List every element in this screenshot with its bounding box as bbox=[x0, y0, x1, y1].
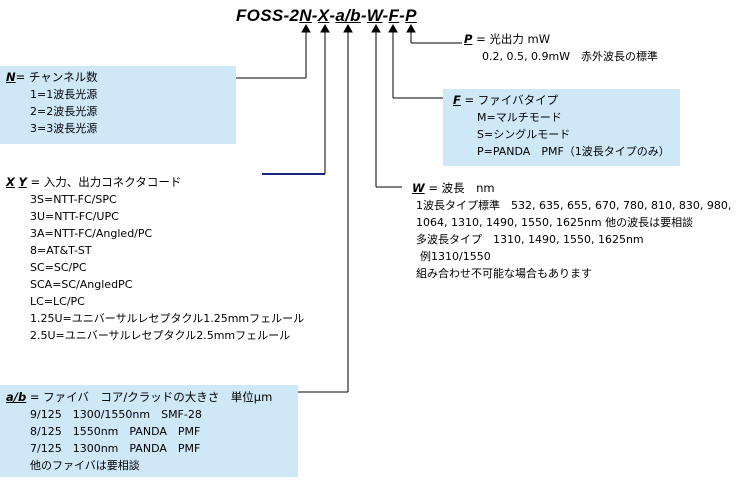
f-line-2: S=シングルモード bbox=[477, 128, 571, 141]
xy-connector-arrowhead bbox=[320, 23, 330, 33]
x-key: X bbox=[6, 175, 15, 189]
w-line-5: 組み合わせ不可能な場合もあります bbox=[416, 267, 592, 280]
title-sep4: - bbox=[382, 6, 389, 25]
xy-line-6: SCA=SC/AngledPC bbox=[30, 278, 133, 291]
ab-line-2: 8/125 1550nm PANDA PMF bbox=[30, 425, 201, 438]
model-code-title: FOSS-2N-X-a/b-W-F-P bbox=[236, 6, 417, 26]
w-line-4: 例1310/1550 bbox=[420, 250, 491, 263]
f-line-1: M=マルチモード bbox=[477, 111, 562, 124]
n-line-3: 3=3波長光源 bbox=[30, 122, 98, 135]
title-sep5: - bbox=[399, 6, 406, 25]
title-w: W bbox=[366, 6, 383, 25]
w-label: = 波長 nm bbox=[424, 181, 495, 195]
w-connector-arrowhead bbox=[371, 23, 381, 33]
ab-section-box bbox=[0, 385, 298, 477]
w-line-3: 多波長タイプ 1310, 1490, 1550, 1625nm bbox=[416, 233, 644, 246]
xy-line-5: SC=SC/PC bbox=[30, 261, 87, 274]
f-label: = ファイバタイプ bbox=[460, 93, 559, 107]
xy-line-2: 3U=NTT-FC/UPC bbox=[30, 210, 119, 223]
y-key: Y bbox=[18, 175, 27, 189]
xy-line-4: 8=AT&T-ST bbox=[30, 244, 92, 257]
f-section: F = ファイバタイプ M=マルチモード S=シングルモード P=PANDA P… bbox=[453, 92, 670, 160]
n-key: N bbox=[6, 70, 16, 84]
ab-line-3: 7/125 1300nm PANDA PMF bbox=[30, 442, 201, 455]
ab-connector-arrowhead bbox=[343, 23, 353, 33]
n-connector-arrowhead bbox=[301, 23, 311, 33]
xy-section: X Y = 入力、出力コネクタコード 3S=NTT-FC/SPC 3U=NTT-… bbox=[6, 174, 304, 344]
n-line-2: 2=2波長光源 bbox=[30, 105, 98, 118]
w-section: W = 波長 nm 1波長タイプ標準 532, 635, 655, 670, 7… bbox=[412, 180, 731, 282]
f-connector-arrowhead bbox=[388, 23, 398, 33]
p-line-1: 0.2, 0.5, 0.9mW 赤外波長の標準 bbox=[482, 50, 659, 63]
xy-line-7: LC=LC/PC bbox=[30, 295, 85, 308]
f-section-box bbox=[443, 89, 680, 166]
xy-line-9: 2.5U=ユニバーサルレセプタクル2.5mmフェルール bbox=[30, 329, 291, 342]
f-key: F bbox=[453, 93, 461, 107]
title-x: X bbox=[317, 6, 330, 25]
xy-line-8: 1.25U=ユニバーサルレセプタクル1.25mmフェルール bbox=[30, 312, 305, 325]
ab-line-4: 他のファイバは要相談 bbox=[30, 459, 140, 472]
ab-label: = ファイバ コア/クラッドの大きさ 単位μm bbox=[26, 390, 273, 404]
w-line-1: 1波長タイプ標準 532, 635, 655, 670, 780, 810, 8… bbox=[416, 199, 732, 212]
n-line-1: 1=1波長光源 bbox=[30, 88, 98, 101]
ab-section: a/b = ファイバ コア/クラッドの大きさ 単位μm 9/125 1300/1… bbox=[6, 389, 272, 474]
title-prefix: FOSS-2 bbox=[236, 6, 300, 25]
p-label: = 光出力 mW bbox=[472, 32, 551, 46]
title-sep2: - bbox=[329, 6, 336, 25]
title-sep1: - bbox=[311, 6, 318, 25]
title-ab: a/b bbox=[335, 6, 361, 25]
title-n: N bbox=[299, 6, 312, 25]
f-line-3: P=PANDA PMF（1波長タイプのみ） bbox=[477, 145, 670, 158]
p-connector-arrowhead bbox=[406, 23, 416, 33]
n-label: = チャンネル数 bbox=[15, 70, 98, 84]
title-f: F bbox=[388, 6, 400, 25]
title-p: P bbox=[405, 6, 417, 25]
w-line-2: 1064, 1310, 1490, 1550, 1625nm 他の波長は要相談 bbox=[416, 216, 694, 229]
n-section-box bbox=[0, 66, 236, 144]
p-section: P = 光出力 mW 0.2, 0.5, 0.9mW 赤外波長の標準 bbox=[464, 31, 658, 65]
xy-label: = 入力、出力コネクタコード bbox=[26, 175, 182, 189]
p-key: P bbox=[464, 32, 473, 46]
xy-line-1: 3S=NTT-FC/SPC bbox=[30, 193, 117, 206]
ab-key: a/b bbox=[6, 390, 27, 404]
ab-line-1: 9/125 1300/1550nm SMF-28 bbox=[30, 408, 202, 421]
w-key: W bbox=[412, 181, 425, 195]
n-section: N= チャンネル数 1=1波長光源 2=2波長光源 3=3波長光源 bbox=[6, 69, 98, 137]
title-sep3: - bbox=[360, 6, 367, 25]
xy-line-3: 3A=NTT-FC/Angled/PC bbox=[30, 227, 153, 240]
